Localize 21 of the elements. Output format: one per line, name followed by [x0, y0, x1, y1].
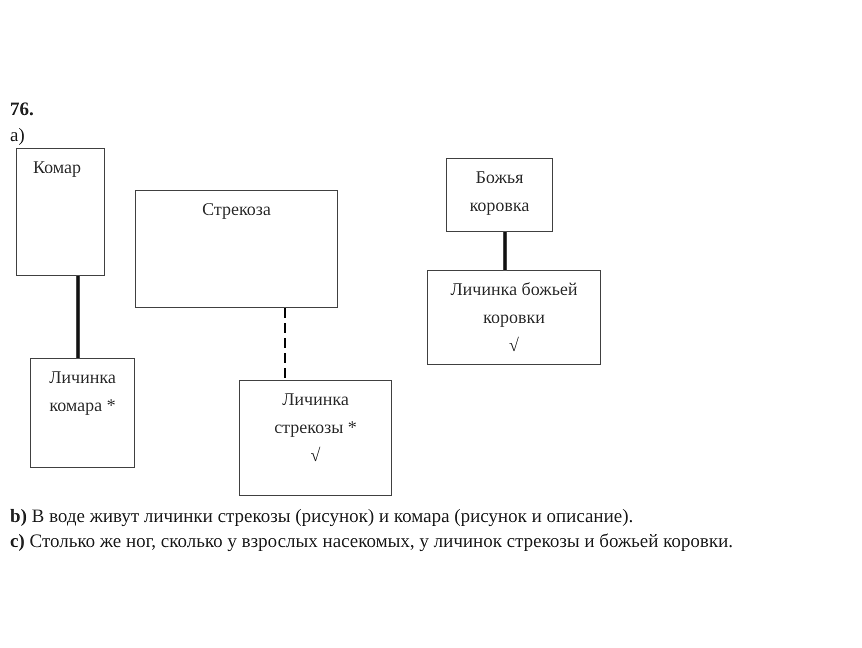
answer-text: c) Столько же ног, сколько у взрослых насекомых, у личинок стрекозы и божьей коровки.	[10, 530, 734, 554]
text-box	[446, 158, 553, 232]
answer-text: b) В воде живут личинки стрекозы (рисунок) и комара (рисунок и описание).	[10, 505, 634, 529]
box-title: Стрекоза	[201, 198, 272, 221]
text-box	[30, 358, 135, 468]
box-title: Божья коровка	[468, 166, 530, 217]
box-title: Личинка божьей коровки	[449, 278, 579, 329]
check-mark: √	[310, 444, 320, 467]
connector-line	[284, 308, 286, 380]
text-box	[135, 190, 338, 308]
box-title: Личинка комара *	[48, 366, 117, 417]
part-label: a)	[10, 124, 25, 148]
text-box	[427, 270, 601, 365]
connector-line	[76, 276, 80, 358]
box-title: Личинка стрекозы *	[273, 388, 358, 439]
connector-line	[503, 232, 507, 270]
text-box	[239, 380, 392, 496]
text-box	[16, 148, 105, 276]
task-number: 76.	[10, 98, 34, 122]
box-title: Комар	[32, 156, 82, 179]
check-mark: √	[509, 334, 519, 357]
